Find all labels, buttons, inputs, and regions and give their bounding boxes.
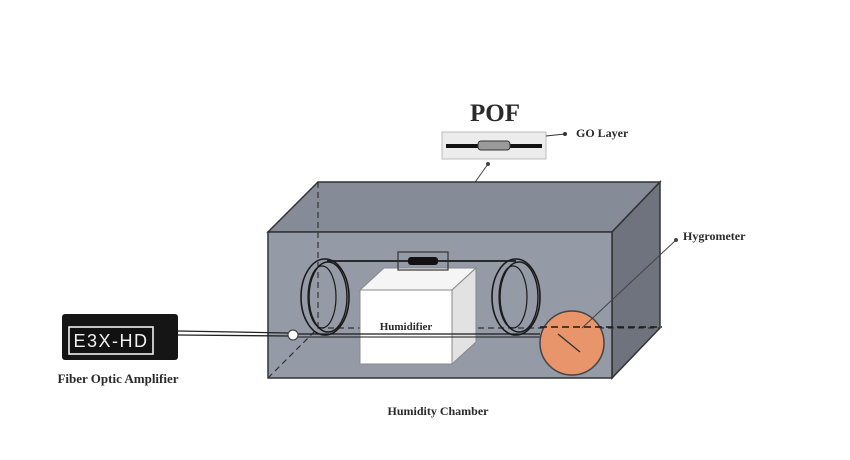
humidifier-label: Humidifier [380, 321, 433, 333]
hygrometer-dial-icon [539, 310, 605, 376]
fiber-coil-right-inner [498, 265, 528, 329]
pof-leader-dot [486, 162, 490, 166]
go-layer-pointer [545, 133, 566, 137]
humidifier-front [359, 289, 453, 365]
go-layer-label: GO Layer [576, 126, 629, 140]
fiber-coil-right-inner [499, 261, 539, 333]
amplifier-cables [177, 330, 289, 337]
chamber-hidden-edge [267, 327, 319, 379]
pof-sample-coating [408, 257, 438, 265]
go-layer-pointer-dot [563, 132, 567, 136]
amplifier-display-frame [68, 326, 154, 355]
amplifier-display-text: E3X-HD [73, 331, 148, 351]
pof-label: POF [470, 100, 520, 127]
hygrometer-needle [557, 333, 581, 353]
humidity-chamber-label: Humidity Chamber [387, 404, 489, 418]
fiber-optic-amplifier: E3X-HD Fiber Optic Amplifier [57, 314, 179, 386]
amplifier-label: Fiber Optic Amplifier [57, 371, 178, 386]
fiber-entry-port [287, 329, 299, 341]
hygrometer-label: Hygrometer [683, 229, 746, 243]
fiber-coil-right [491, 258, 541, 336]
hygrometer-leader-line [581, 239, 677, 329]
pof-sample-holder [397, 251, 449, 271]
fiber-coil-left [300, 258, 350, 336]
hygrometer: Hygrometer [539, 229, 746, 376]
fiber-coil-left-inner [308, 261, 348, 333]
go-layer-coating [477, 140, 511, 151]
pof-inset: POF GO Layer [441, 100, 629, 160]
chamber-top-face [266, 181, 662, 233]
fiber-coil-left-inner [307, 265, 337, 329]
humidifier: Humidifier [358, 266, 478, 366]
hygrometer-leader-dot [674, 238, 678, 242]
